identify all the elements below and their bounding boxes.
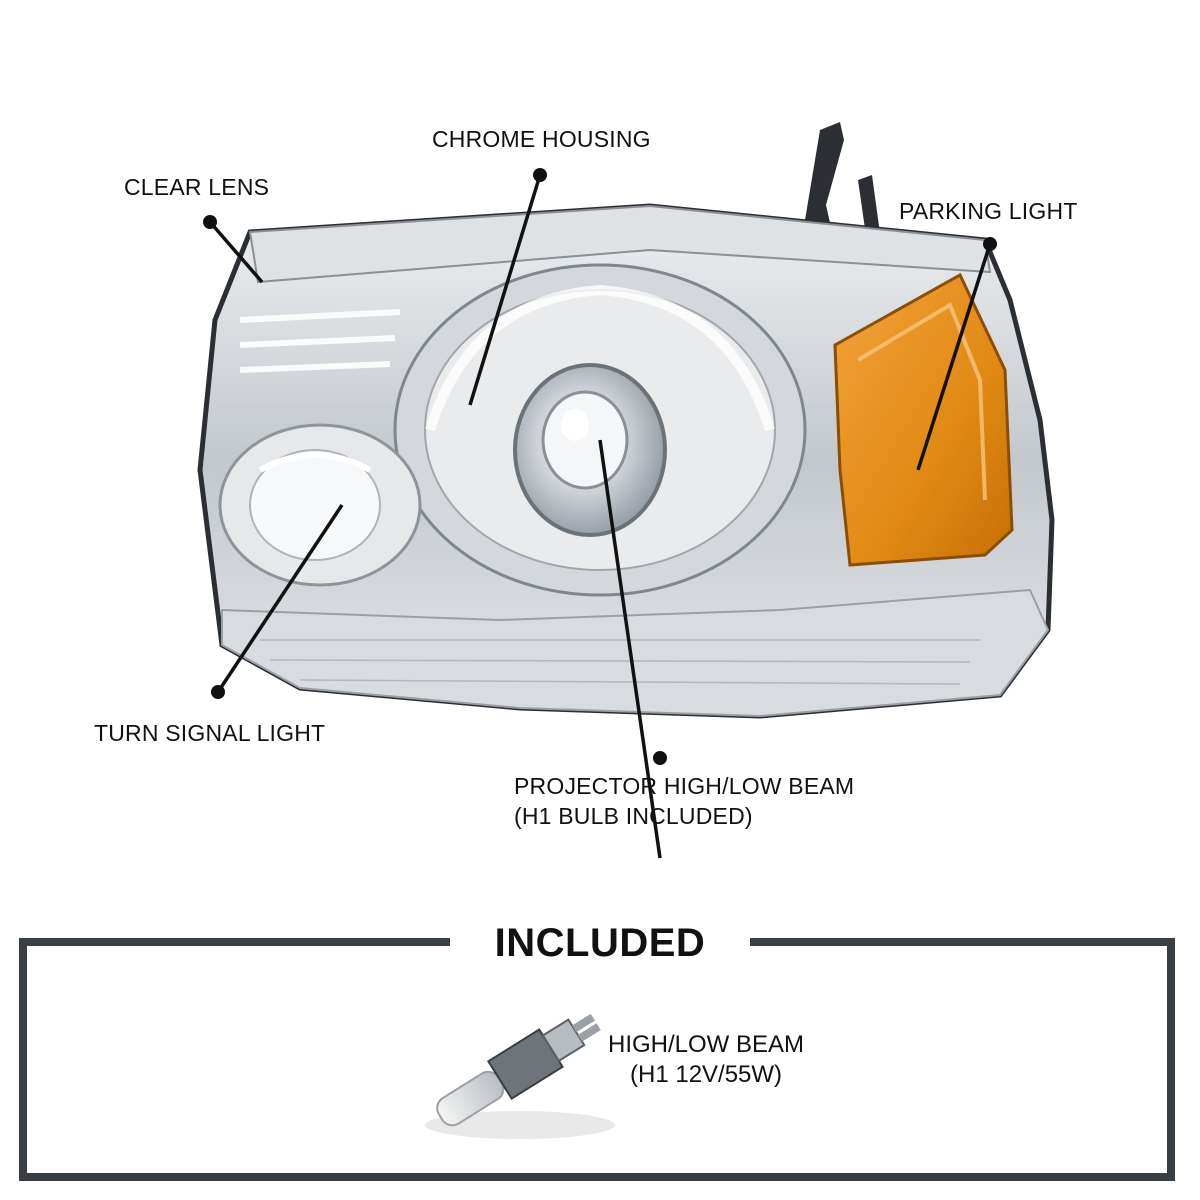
included-item-label: HIGH/LOW BEAM (H1 12V/55W): [608, 1030, 804, 1090]
included-title-wrap: INCLUDED: [450, 918, 750, 968]
projector-label-line2: (H1 BULB INCLUDED): [514, 803, 753, 829]
included-title: INCLUDED: [494, 921, 706, 965]
parking-light-amber: [833, 272, 1014, 567]
included-item-line2: (H1 12V/55W): [630, 1061, 783, 1088]
projector-lens: [513, 363, 667, 537]
included-item-line1: HIGH/LOW BEAM: [608, 1031, 805, 1058]
chrome-housing-label: CHROME HOUSING: [432, 126, 651, 152]
callout-lines: [208, 174, 992, 859]
turn-signal-reflector: [218, 423, 422, 587]
projector-label-line1: PROJECTOR HIGH/LOW BEAM: [514, 773, 855, 799]
turn-signal-label: TURN SIGNAL LIGHT: [94, 720, 326, 746]
parking-light-label: PARKING LIGHT: [899, 198, 1078, 224]
h1-bulb-icon: [425, 1013, 615, 1139]
included-frame: [19, 938, 1175, 1181]
clear-lens-label: CLEAR LENS: [124, 174, 270, 200]
callout-dots: [203, 168, 997, 765]
